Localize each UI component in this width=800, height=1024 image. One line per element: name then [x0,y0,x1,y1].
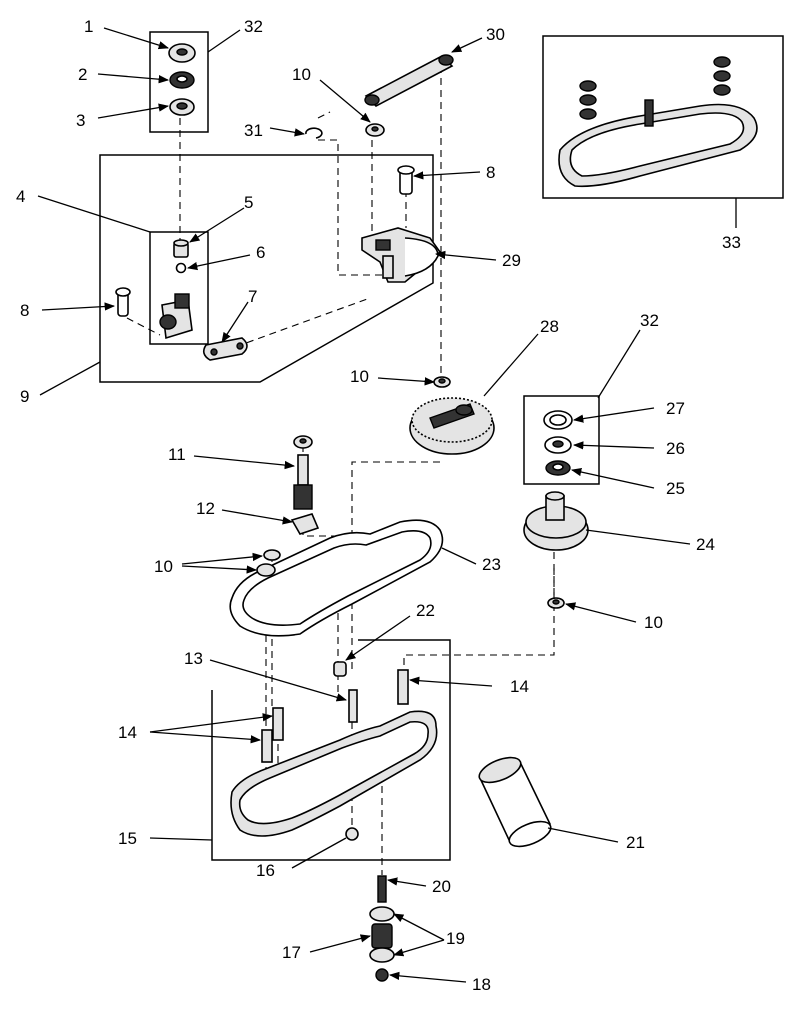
ball-6 [175,262,187,274]
retaining-ring-31 [305,127,323,139]
callout-21: 21 [626,833,645,852]
plug-16 [345,827,359,841]
callout-labels: 1 32 2 3 10 30 31 8 4 5 6 29 8 7 9 28 32… [16,17,741,994]
stud-14-right [397,669,409,705]
callout-30: 30 [486,25,505,44]
callout-26: 26 [666,439,685,458]
link-7 [202,337,248,361]
gear-28 [409,397,495,455]
bearing-25 [545,460,571,476]
stud-14-left-a [272,707,284,741]
bracket-12 [290,513,320,535]
bearing-washer-1 [168,43,196,63]
pin-8-left [115,287,131,317]
callout-23: 23 [482,555,501,574]
callout-2: 2 [78,65,87,84]
callout-3: 3 [76,111,85,130]
callout-10-gear: 10 [350,367,369,386]
bearing-26 [544,436,572,454]
callout-29: 29 [502,251,521,270]
callout-18: 18 [472,975,491,994]
washer-10-left-b [256,563,276,577]
lubricant-can-21 [478,756,552,848]
stud-13 [348,689,358,723]
detent-subassembly-frame [149,231,209,345]
callout-27: 27 [666,399,685,418]
pin-8-right [397,165,415,195]
callout-1: 1 [84,17,93,36]
callout-10-bottom-right: 10 [644,613,663,632]
stud-14-left-b [261,729,273,763]
washer-10-shaft [293,435,313,449]
gear-case-15 [230,710,438,837]
shift-lever-30 [364,54,454,107]
washer-10-top [365,123,385,137]
callout-11: 11 [168,445,186,464]
callout-8-left: 8 [20,301,29,320]
callout-10-top: 10 [292,65,311,84]
shift-arm-29 [361,227,442,283]
bearing-set-frame-top [149,31,209,133]
gasket-23 [229,519,444,637]
callout-28: 28 [540,317,559,336]
callout-5: 5 [244,193,253,212]
callout-8-right: 8 [486,163,495,182]
bearing-washer-3 [169,98,195,116]
callout-25: 25 [666,479,685,498]
callout-22: 22 [416,601,435,620]
callout-31: 31 [244,121,263,140]
nut-18 [375,968,389,982]
spring-17 [371,923,393,949]
callout-19: 19 [446,929,465,948]
callout-17: 17 [282,943,301,962]
gear-24 [523,491,589,551]
callout-10-left: 10 [154,557,173,576]
inset-view-frame [542,35,784,199]
gear-case-assembly-frame [211,639,451,861]
callout-7: 7 [248,287,257,306]
callout-14-left: 14 [118,723,137,742]
washer-10-gear [433,376,451,388]
screw-20 [377,875,387,903]
callout-20: 20 [432,877,451,896]
stud-22 [333,661,347,677]
callout-24: 24 [696,535,715,554]
bearing-set-frame-right [523,395,600,485]
bearing-27 [543,410,573,430]
washer-10-bottom-right [547,597,565,609]
callout-16: 16 [256,861,275,880]
callout-6: 6 [256,243,265,262]
callout-9: 9 [20,387,29,406]
detent-housing [159,293,193,340]
callout-12: 12 [196,499,215,518]
callout-4: 4 [16,187,25,206]
callout-13: 13 [184,649,203,668]
washer-19-top [369,906,395,922]
inset-gear-case-assembly [558,56,758,188]
shift-lever-assembly-frame [99,154,434,383]
leader-lines [37,27,737,983]
callout-15: 15 [118,829,137,848]
spring-cap-5 [173,239,189,258]
callout-14-right: 14 [510,677,529,696]
washer-19-bottom [369,947,395,963]
callout-33: 33 [722,233,741,252]
bearing-2 [169,71,195,89]
washer-10-left-a [263,549,281,561]
callout-32-right: 32 [640,311,659,330]
callout-32-top: 32 [244,17,263,36]
shaft-11 [293,454,313,510]
